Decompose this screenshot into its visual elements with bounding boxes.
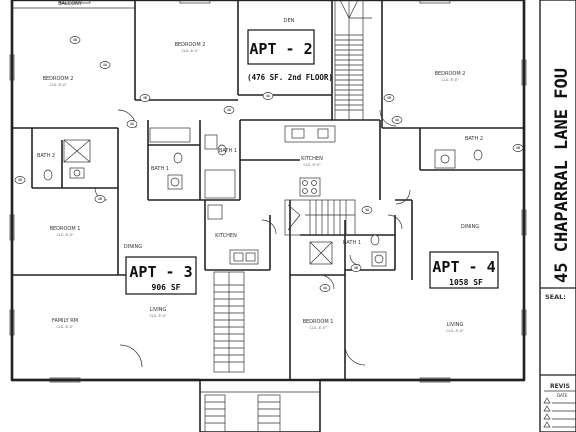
ceiling-height-label: CLG. 8'-0" <box>56 233 74 237</box>
apt3-area: 906 SF <box>152 283 181 292</box>
kitchen-fixtures <box>207 125 336 265</box>
ceiling-height-label: CLG. 8'-0" <box>181 49 199 53</box>
revision-triangle-icon <box>543 421 551 428</box>
svg-text:4B: 4B <box>98 197 102 201</box>
porch-steps <box>204 394 281 432</box>
room-labels: BALCONY BEDROOM 2 CLG. 8'-0" DEN BEDROOM… <box>37 1 483 333</box>
room-label-bedroom1-left: BEDROOM 1 <box>50 226 81 232</box>
bath-fixtures <box>43 127 483 267</box>
seal-label: SEAL: <box>545 293 566 301</box>
room-label-bedroom1-center: BEDROOM 1 <box>303 319 334 325</box>
revision-triangle-icon <box>543 397 551 404</box>
svg-text:4A: 4A <box>130 122 135 126</box>
ceiling-height-label: CLG. 8'-0" <box>149 314 167 318</box>
svg-text:4A: 4A <box>103 63 108 67</box>
svg-text:4A: 4A <box>323 286 328 290</box>
ceiling-height-label: CLG. 8'-0" <box>446 329 464 333</box>
room-label-kitchen-center: KITCHEN <box>301 156 323 162</box>
tag-marker: 4B <box>139 94 151 102</box>
stairs-lower-left <box>213 271 245 373</box>
ceiling-height-label: CLG. 8'-0" <box>303 163 321 167</box>
tag-marker: 4A <box>319 284 331 292</box>
stairs-top <box>334 0 372 121</box>
room-label-bath1-lower: BATH 1 <box>343 240 361 246</box>
svg-text:4B: 4B <box>73 38 77 42</box>
tag-marker: 4B <box>383 94 395 102</box>
tag-marker: 4B <box>512 144 524 152</box>
room-label-family-rm: FAMILY RM <box>52 318 78 324</box>
tag-markers: 4B 4A 4B 4A 4A 4B 4A 4B 4A 4B 4A 4B 4A 4… <box>14 36 524 292</box>
unit-callout-apt3: APT - 3 906 SF <box>125 256 197 295</box>
svg-text:4B: 4B <box>354 266 358 270</box>
apt3-name: APT - 3 <box>129 263 192 281</box>
revisions-label: REVIS <box>550 383 570 390</box>
tag-marker: 4B <box>69 36 81 44</box>
ceiling-height-label: CLG. 8'-0" <box>49 83 67 87</box>
room-label-bath2-right: BATH 2 <box>465 136 483 142</box>
tag-marker: 4A <box>99 61 111 69</box>
ceiling-height-label: CLG. 8'-0" <box>441 78 459 82</box>
room-label-bedroom2-top: BEDROOM 2 <box>175 42 206 48</box>
svg-text:4A: 4A <box>365 208 370 212</box>
tag-marker: 4A <box>361 206 373 214</box>
tag-marker: 4B <box>94 195 106 203</box>
room-label-bedroom2-left: BEDROOM 2 <box>43 76 74 82</box>
apt2-name: APT - 2 <box>249 40 312 58</box>
apt4-name: APT - 4 <box>432 258 495 276</box>
ceiling-height-label: CLG. 8'-0" <box>309 326 327 330</box>
svg-text:4B: 4B <box>516 146 520 150</box>
svg-text:4A: 4A <box>395 118 400 122</box>
room-label-kitchen-lower: KITCHEN <box>215 233 237 239</box>
svg-text:4B: 4B <box>387 96 391 100</box>
tag-marker: 4B <box>14 176 26 184</box>
tag-marker: 4A <box>391 116 403 124</box>
revision-triangle-icon <box>543 405 551 412</box>
tag-marker: 4A <box>223 106 235 114</box>
unit-callout-apt2: APT - 2 (476 SF. 2nd FLOOR) <box>247 29 333 82</box>
room-label-living-left: LIVING <box>150 307 167 313</box>
apt4-area: 1058 SF <box>449 278 483 287</box>
door-swings <box>94 109 411 368</box>
room-label-bath2-left: BATH 2 <box>37 153 55 159</box>
window-marks <box>9 0 527 383</box>
room-label-balcony: BALCONY <box>58 1 83 7</box>
stairs-center <box>284 199 356 236</box>
room-label-dining-left: DINING <box>124 244 142 250</box>
tag-marker: 4B <box>350 264 362 272</box>
room-label-bath1-center: BATH 1 <box>151 166 169 172</box>
room-label-dining-right: DINING <box>461 224 479 230</box>
svg-text:4A: 4A <box>227 108 232 112</box>
room-label-bedroom2-right: BEDROOM 2 <box>435 71 466 77</box>
apt2-area: (476 SF. 2nd FLOOR) <box>247 73 333 82</box>
project-title: 45 CHAPARRAL LANE FOU <box>552 68 572 283</box>
svg-text:4B: 4B <box>143 96 147 100</box>
svg-text:4A: 4A <box>266 94 271 98</box>
unit-callout-apt4: APT - 4 1058 SF <box>429 251 499 289</box>
room-label-living-right: LIVING <box>447 322 464 328</box>
date-column-label: DATE <box>557 393 568 398</box>
room-label-den: DEN <box>284 18 295 24</box>
title-block: 45 CHAPARRAL LANE FOU SEAL: REVIS DATE <box>539 0 576 432</box>
tag-marker: 4A <box>262 92 274 100</box>
revision-triangle-icon <box>543 413 551 420</box>
room-label-bath1-upper: BATH 1 <box>219 148 237 154</box>
svg-text:4B: 4B <box>18 178 22 182</box>
ceiling-height-label: CLG. 8'-0" <box>56 325 74 329</box>
tag-marker: 4A <box>126 120 138 128</box>
exterior-walls <box>10 0 526 432</box>
